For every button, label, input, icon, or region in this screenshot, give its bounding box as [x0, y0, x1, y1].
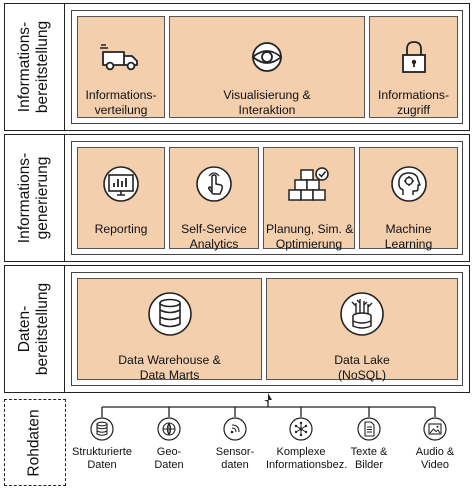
box-label: Planung, Sim. & Optimierung — [266, 222, 354, 251]
source-label: Strukturierte Daten — [72, 446, 132, 471]
source-label: Sensor- daten — [215, 446, 255, 471]
source-geo-data: Geo- Daten — [134, 417, 204, 472]
box-information-access: Informations- zugriff — [369, 16, 458, 118]
layer-side-label: Informations- bereitstellung — [5, 4, 65, 130]
box-label: Data Warehouse & Data Marts — [118, 353, 221, 382]
layer-inner-frame: Reporting Self-Service Analytics Planung… — [71, 141, 463, 255]
boxes-check-icon — [288, 167, 329, 201]
source-label: Texte & Bilder — [350, 446, 388, 471]
box-information-distribution: Informations- verteilung — [77, 16, 165, 118]
box-label: Informations- verteilung — [85, 88, 157, 117]
head-gear-icon — [390, 166, 427, 202]
database-circle-icon — [90, 417, 114, 441]
layer-information-provision: Informations- bereitstellung Information… — [4, 3, 470, 131]
document-icon — [357, 417, 381, 441]
source-sensor-data: Sensor- daten — [200, 417, 270, 472]
box-label: Informations- zugriff — [377, 88, 450, 117]
box-machine-learning: Machine Learning — [359, 147, 458, 251]
eye-icon — [251, 42, 283, 72]
source-label: Komplexe Informationsbez. — [266, 446, 348, 471]
source-label: Audio & Video — [415, 446, 455, 471]
box-label: Self-Service Analytics — [181, 222, 247, 251]
layer-inner-frame: Informations- verteilung Visualisierung … — [71, 10, 463, 124]
data-lake-icon — [340, 292, 384, 336]
layer-title: Daten- bereitstellung — [16, 282, 52, 376]
source-audio-video: Audio & Video — [400, 417, 470, 472]
truck-icon — [100, 44, 138, 71]
box-label: Visualisierung & Interaktion — [223, 88, 311, 117]
box-reporting: Reporting — [77, 147, 165, 249]
raw-data-label-frame: Rohdaten — [4, 399, 66, 486]
monitor-chart-icon — [103, 166, 139, 202]
source-structured-data: Strukturierte Daten — [67, 417, 137, 472]
image-icon — [423, 417, 447, 441]
source-complex-relations: Komplexe Informationsbez. — [266, 417, 348, 472]
network-icon — [289, 417, 313, 441]
layer-side-label: Informations- generierung — [5, 135, 65, 261]
box-visualization-interaction: Visualisierung & Interaktion — [169, 16, 365, 118]
box-self-service-analytics: Self-Service Analytics — [169, 147, 259, 251]
box-planning-simulation-optimization: Planung, Sim. & Optimierung — [263, 147, 355, 251]
layer-inner-frame: Data Warehouse & Data Marts Data Lake (N… — [71, 272, 463, 386]
layer-information-generation: Informations- generierung Reporting Self… — [4, 134, 470, 262]
layer-title: Informations- bereitstellung — [16, 20, 52, 114]
source-text-images: Texte & Bilder — [334, 417, 404, 472]
source-label: Geo- Daten — [154, 446, 184, 471]
box-label: Machine Learning — [384, 222, 433, 251]
database-icon — [147, 292, 192, 336]
box-data-lake: Data Lake (NoSQL) — [266, 278, 458, 382]
globe-icon — [157, 417, 181, 441]
raw-data-title: Rohdaten — [26, 408, 44, 477]
lock-icon — [401, 41, 426, 73]
signal-icon — [223, 417, 247, 441]
layer-side-label: Daten- bereitstellung — [5, 266, 65, 392]
layer-data-provision: Daten- bereitstellung Data Warehouse & D… — [4, 265, 470, 393]
touch-hand-icon — [196, 166, 232, 202]
box-label: Reporting — [94, 222, 148, 236]
box-label: Data Lake (NoSQL) — [334, 353, 390, 382]
box-data-warehouse: Data Warehouse & Data Marts — [77, 278, 262, 382]
layer-title: Informations- generierung — [16, 152, 52, 244]
